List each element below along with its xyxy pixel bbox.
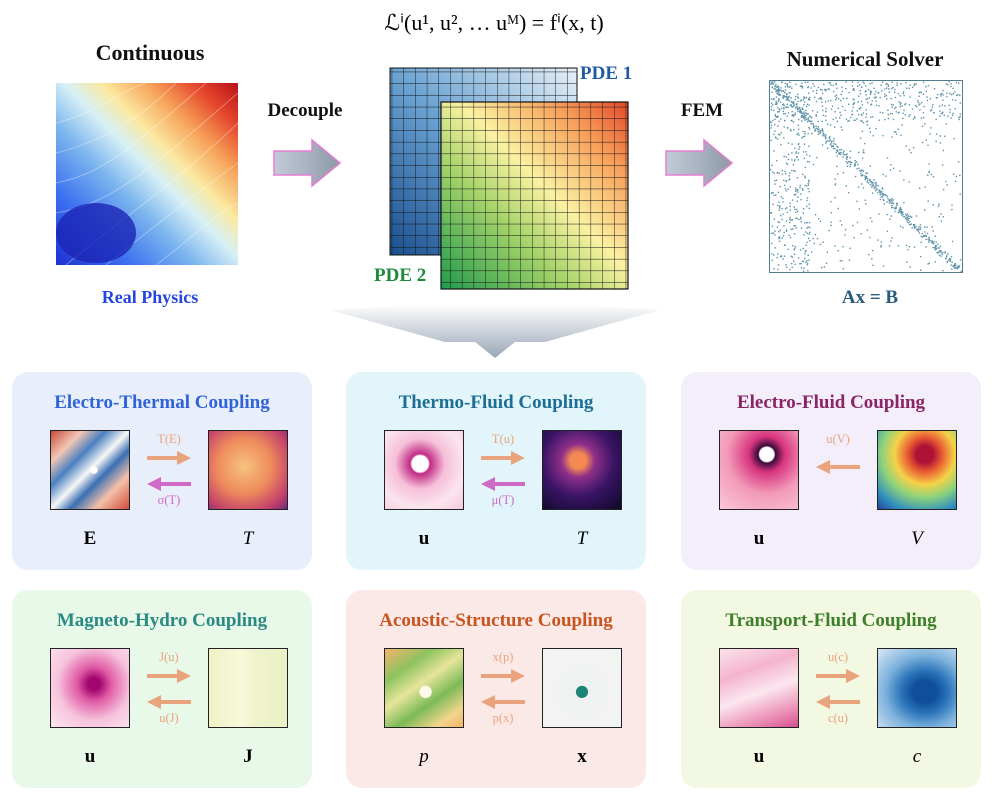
- numerical-solver-title: Numerical Solver: [786, 47, 944, 71]
- coupling-card: Electro-Fluid Coupling u(V) u V: [681, 372, 981, 570]
- forward-arrow-icon: [147, 669, 191, 683]
- right-variable-label: x: [577, 746, 587, 767]
- forward-arrow-icon: [481, 669, 525, 683]
- left-variable-label: u: [753, 746, 765, 767]
- left-field-thumbnail: [384, 430, 464, 510]
- forward-coupling-label: u(V): [826, 432, 850, 446]
- left-variable-label: p: [419, 746, 429, 767]
- pde-grids: [380, 60, 640, 300]
- forward-coupling-label: T(u): [491, 432, 515, 446]
- right-field-thumbnail: [877, 430, 957, 510]
- right-variable-label: T: [576, 528, 588, 549]
- backward-coupling-label: c(u): [827, 711, 849, 725]
- right-variable-label: T: [242, 528, 254, 549]
- decouple-label: Decouple: [267, 100, 343, 121]
- coupling-title: Magneto-Hydro Coupling: [56, 610, 268, 631]
- left-field-thumbnail: [384, 648, 464, 728]
- backward-arrow-icon: [481, 477, 525, 491]
- forward-arrow-icon: [481, 451, 525, 465]
- continuous-title: Continuous: [95, 40, 205, 65]
- real-physics-label: Real Physics: [101, 287, 199, 307]
- backward-coupling-label: μ(T): [491, 493, 515, 507]
- backward-coupling-label: u(J): [159, 711, 179, 725]
- forward-coupling-label: J(u): [159, 650, 179, 664]
- forward-arrow-icon: [816, 669, 860, 683]
- decouple-arrow-icon: [272, 138, 344, 188]
- coupling-card: Transport-Fluid Coupling u(c) c(u) u c: [681, 590, 981, 788]
- right-field-thumbnail: [208, 430, 288, 510]
- forward-coupling-label: T(E): [157, 432, 181, 446]
- coupling-title: Thermo-Fluid Coupling: [398, 392, 594, 413]
- left-variable-label: u: [418, 528, 430, 549]
- right-field-thumbnail: [542, 430, 622, 510]
- right-variable-label: c: [912, 746, 922, 767]
- funnel-arrow-icon: [330, 302, 660, 360]
- forward-coupling-label: u(c): [827, 650, 849, 664]
- backward-coupling-label: p(x): [492, 711, 514, 725]
- left-variable-label: u: [753, 528, 765, 549]
- left-field-thumbnail: [50, 430, 130, 510]
- axb-label: Ax = B: [841, 287, 899, 308]
- right-field-thumbnail: [208, 648, 288, 728]
- forward-arrow-icon: [816, 460, 860, 474]
- right-variable-label: V: [911, 528, 923, 549]
- right-field-thumbnail: [542, 648, 622, 728]
- backward-arrow-icon: [147, 477, 191, 491]
- right-field-thumbnail: [877, 648, 957, 728]
- sparse-matrix-image: [769, 80, 963, 273]
- left-variable-label: u: [84, 746, 96, 767]
- fem-arrow-icon: [664, 138, 736, 188]
- coupling-title: Transport-Fluid Coupling: [725, 610, 937, 631]
- right-variable-label: J: [243, 746, 253, 767]
- backward-arrow-icon: [816, 695, 860, 709]
- left-field-thumbnail: [50, 648, 130, 728]
- continuous-field-image: [56, 83, 238, 265]
- coupling-title: Electro-Fluid Coupling: [736, 392, 926, 413]
- backward-coupling-label: σ(T): [157, 493, 181, 507]
- equation: ℒⁱ(u¹, u², … uᴹ) = fⁱ(x, t): [384, 10, 604, 35]
- backward-arrow-icon: [147, 695, 191, 709]
- forward-arrow-icon: [147, 451, 191, 465]
- coupling-title: Electro-Thermal Coupling: [54, 392, 270, 413]
- left-variable-label: E: [83, 528, 97, 549]
- left-field-thumbnail: [719, 430, 799, 510]
- forward-coupling-label: x(p): [492, 650, 514, 664]
- left-field-thumbnail: [719, 648, 799, 728]
- coupling-title: Acoustic-Structure Coupling: [379, 610, 613, 631]
- backward-arrow-icon: [481, 695, 525, 709]
- coupling-card: Acoustic-Structure Coupling x(p) p(x) p x: [346, 590, 646, 788]
- pde2-label: PDE 2: [374, 265, 427, 286]
- fem-label: FEM: [680, 100, 724, 121]
- pde1-label: PDE 1: [580, 63, 633, 84]
